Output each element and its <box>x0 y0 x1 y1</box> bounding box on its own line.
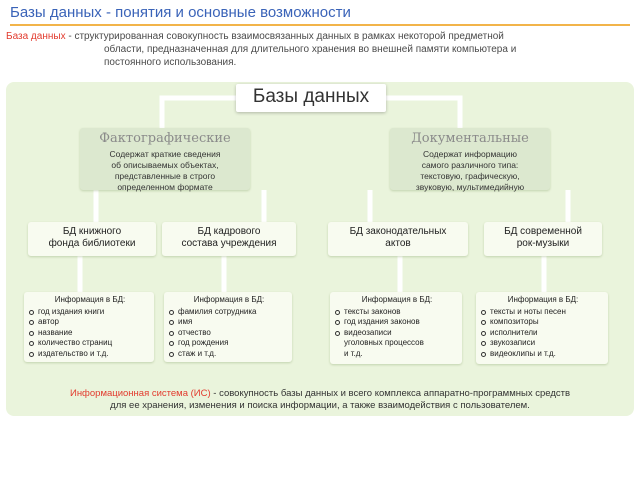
list-item: год издания законов <box>334 317 460 328</box>
list-item: композиторы <box>480 317 606 328</box>
footer-line-1: - совокупность базы данных и всего компл… <box>210 388 571 399</box>
list-item: уголовных процессов <box>344 338 424 347</box>
definition-line-3: постоянного использования. <box>104 57 237 68</box>
list-item: тексты законов <box>334 307 460 318</box>
bullet-icon <box>29 330 34 336</box>
bullet-icon <box>481 351 486 357</box>
info-rock-box <box>476 292 608 364</box>
category-documentary-title: Документальные <box>411 131 529 146</box>
category-factographic-title: Фактографические <box>99 131 231 146</box>
example-library-title: БД книжного фонда библиотеки <box>48 226 136 249</box>
list-item: видеоклипы и т.д. <box>480 349 606 360</box>
definition-line-2: области, предназначенная для длительного… <box>104 44 517 55</box>
info-laws-box <box>330 292 462 364</box>
footer-line-2: для ее хранения, изменения и поиска инфо… <box>110 400 530 411</box>
list-item: год рождения <box>168 338 290 349</box>
slide-title: Базы данных - понятия и основные возможн… <box>10 4 630 26</box>
list-item: автор <box>28 317 152 328</box>
bullet-icon <box>335 320 340 325</box>
list-item: исполнители <box>480 328 606 339</box>
bullet-icon <box>169 341 174 346</box>
list-item: название <box>28 328 152 339</box>
info-header: Информация в БД: <box>507 295 579 304</box>
category-documentary-desc: Содержат информацию самого различного ти… <box>415 149 525 192</box>
definition-term: База данных <box>6 31 66 42</box>
info-header: Информация в БД: <box>193 295 265 304</box>
example-laws-title: БД законодательных актов <box>349 226 447 249</box>
list-item: количество страниц <box>28 338 152 349</box>
information-system-definition: Информационная система (ИС) - совокупнос… <box>6 388 634 412</box>
bullet-icon <box>335 330 340 336</box>
list-item: издательство и т.д. <box>28 349 152 360</box>
info-staff-box <box>164 292 292 362</box>
bullet-icon <box>481 309 486 315</box>
info-laws: Информация в БД: тексты законов год изда… <box>334 295 460 359</box>
bullet-icon <box>29 341 34 346</box>
bullet-icon <box>335 309 340 315</box>
example-library-box <box>28 222 156 256</box>
info-header: Информация в БД: <box>361 295 433 304</box>
definition-dash: - <box>65 31 75 42</box>
example-staff-title: БД кадрового состава учреждения <box>181 226 277 249</box>
info-library-box <box>24 292 154 362</box>
bullet-icon <box>169 330 174 336</box>
footer-term: Информационная система (ИС) <box>69 388 211 399</box>
slide: Базы данных - понятия и основные возможн… <box>6 4 634 416</box>
list-item: фамилия сотрудника <box>168 307 290 318</box>
category-factographic-desc: Содержат краткие сведения об описываемых… <box>109 149 221 192</box>
database-definition: База данных - структурированная совокупн… <box>6 30 634 69</box>
list-item: отчество <box>168 328 290 339</box>
list-item: тексты и ноты песен <box>480 307 606 318</box>
info-library: Информация в БД: год издания книги автор… <box>28 295 152 359</box>
bullet-icon <box>29 351 34 357</box>
list-item: год издания книги <box>28 307 152 318</box>
example-laws-box <box>328 222 468 256</box>
bullet-icon <box>481 320 486 325</box>
bullet-icon <box>481 330 486 336</box>
example-rock-box <box>484 222 602 256</box>
list-item: видеозаписи <box>334 328 460 339</box>
definition-line-1: структурированная совокупность взаимосвя… <box>74 31 504 42</box>
example-staff-box <box>162 222 296 256</box>
bullet-icon <box>169 309 174 315</box>
category-documentary-box <box>390 128 550 190</box>
list-item: стаж и т.д. <box>168 349 290 360</box>
bullet-icon <box>481 341 486 346</box>
list-item: звукозаписи <box>480 338 606 349</box>
info-header: Информация в БД: <box>54 295 126 304</box>
category-factographic-box <box>80 128 250 190</box>
bullet-icon <box>29 309 34 315</box>
info-rock: Информация в БД: тексты и ноты песен ком… <box>480 295 606 359</box>
info-staff: Информация в БД: фамилия сотрудника имя … <box>168 295 290 359</box>
bullet-icon <box>169 351 174 357</box>
bullet-icon <box>29 320 34 325</box>
bullet-icon <box>169 320 174 325</box>
example-rock-title: БД современной рок-музыки <box>504 226 582 249</box>
root-node: Базы данных <box>236 84 386 112</box>
list-item: имя <box>168 317 290 328</box>
list-item: и т.д. <box>344 348 363 358</box>
